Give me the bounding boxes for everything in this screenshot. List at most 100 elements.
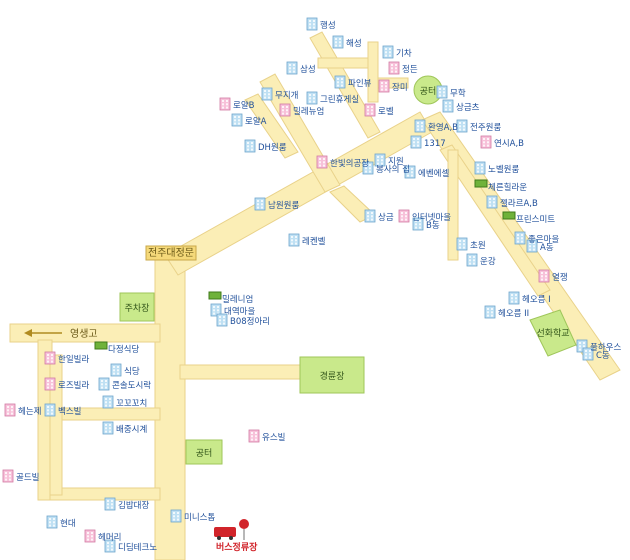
building-pink-icon <box>316 155 328 169</box>
building-blue-icon <box>484 305 496 319</box>
building-blue-icon <box>104 497 116 511</box>
place-label: 골드빌 <box>16 472 39 483</box>
park-seonhwa-label: 선화학교 <box>536 328 569 339</box>
building-blue-icon <box>404 165 416 179</box>
road-main-vertical <box>154 249 186 560</box>
building-blue-icon <box>466 253 478 267</box>
place-label: 전주원룸 <box>470 122 501 133</box>
place-label: 꼬꼬꼬치 <box>116 399 147 409</box>
building-blue-icon <box>410 135 422 149</box>
place-label: 봉사의 집 <box>376 164 410 175</box>
building-pink-icon <box>538 269 550 283</box>
place-label: 1317 <box>424 139 446 149</box>
shop-green-icon <box>208 291 222 300</box>
building-pink-icon <box>84 529 96 543</box>
stop-sign-icon <box>239 519 249 529</box>
road-north-3 <box>244 93 299 159</box>
bus-stop: 버스정류장 <box>214 519 258 553</box>
building-blue-icon <box>216 313 228 327</box>
buildings <box>2 17 594 553</box>
parks: 공터 주차장 경륜장 공터 선화학교 <box>119 75 577 465</box>
place-label: 노벨원룸 <box>488 164 519 175</box>
arrow-head-icon <box>24 329 32 337</box>
place-label: 해성 <box>346 39 362 49</box>
road-north-h2 <box>367 41 379 103</box>
place-label: 상금츠 <box>456 102 480 113</box>
building-blue-icon <box>306 17 318 31</box>
place-label: 무학 <box>450 88 466 99</box>
west-arrow: 영생고 <box>24 328 98 340</box>
place-label: 밀레니엄 <box>222 294 253 305</box>
park-gongteo2 <box>185 439 223 465</box>
building-pink-icon <box>480 135 492 149</box>
road-west <box>9 323 161 343</box>
place-label: 프린스미트 <box>516 214 555 225</box>
building-blue-icon <box>286 61 298 75</box>
west-arrow-label: 영생고 <box>70 328 98 340</box>
building-blue-icon <box>436 85 448 99</box>
building-blue-icon <box>442 99 454 113</box>
place-label: 미니스톱 <box>184 512 215 523</box>
place-label: 한일빌라 <box>58 354 89 365</box>
building-blue-icon <box>486 195 498 209</box>
building-blue-icon <box>254 197 266 211</box>
bus-icon <box>214 527 236 537</box>
place-label: 열쟁 <box>552 272 568 283</box>
place-label: 헤오름 I <box>522 295 551 305</box>
place-label: 인터넷마을 <box>412 212 451 223</box>
place-label: 현대 <box>60 519 76 529</box>
building-blue-icon <box>44 403 56 417</box>
place-label: 배중시계 <box>116 424 147 435</box>
shop-green-icon <box>94 341 108 350</box>
building-blue-icon <box>98 377 110 391</box>
building-blue-icon <box>261 87 273 101</box>
place-label: 기차 <box>396 49 412 59</box>
place-label: 헤는제 <box>18 407 41 417</box>
building-pink-icon <box>248 429 260 443</box>
place-label: 식당 <box>124 366 140 377</box>
road-north-h3 <box>377 77 409 89</box>
building-blue-icon <box>456 237 468 251</box>
place-label: 에벤에셀 <box>418 168 449 179</box>
gate-label: 전주대정문 <box>148 247 194 259</box>
place-label: 지원 <box>388 157 404 167</box>
building-pink-icon <box>398 209 410 223</box>
park-seonhwa <box>529 309 577 357</box>
building-pink-icon <box>44 377 56 391</box>
building-blue-icon <box>514 231 526 245</box>
place-label: B08정아리 <box>230 316 270 327</box>
place-label: 정든 <box>402 64 418 75</box>
place-label: 파인뷰 <box>348 78 372 89</box>
building-pink-icon <box>44 351 56 365</box>
place-label: 콘솔도시락 <box>112 380 151 391</box>
place-label: 행성 <box>320 20 336 31</box>
building-blue-icon <box>456 119 468 133</box>
building-pink-icon <box>364 103 376 117</box>
place-label: 초원 <box>470 241 486 251</box>
road-east-vertical <box>447 149 459 261</box>
building-blue-icon <box>104 539 116 553</box>
place-label: 다정식당 <box>108 344 139 355</box>
place-label: 김밥대장 <box>118 500 149 511</box>
building-blue-icon <box>102 395 114 409</box>
place-label: 풀하우스 <box>590 342 621 353</box>
road-east-stadium <box>179 364 311 380</box>
place-label: 유스빌 <box>262 432 285 443</box>
place-label: 벡스빌 <box>58 406 81 417</box>
place-label: 상금 <box>378 212 394 223</box>
building-pink-icon <box>219 97 231 111</box>
place-label: 디딤테크노 <box>118 542 157 553</box>
place-label: 좋은마을 <box>528 235 559 245</box>
place-label: 헤머리 <box>98 533 121 543</box>
building-blue-icon <box>374 153 386 167</box>
park-parking <box>119 292 155 322</box>
place-label: 체른힐라운 <box>488 182 527 193</box>
place-label: 로얄A <box>245 116 267 127</box>
building-blue-icon <box>526 239 538 253</box>
building-pink-icon <box>388 61 400 75</box>
building-blue-icon <box>110 363 122 377</box>
building-pink-icon <box>4 403 16 417</box>
place-label: 삼성 <box>300 64 316 75</box>
place-label: 밀레뉴엄 <box>293 106 324 117</box>
